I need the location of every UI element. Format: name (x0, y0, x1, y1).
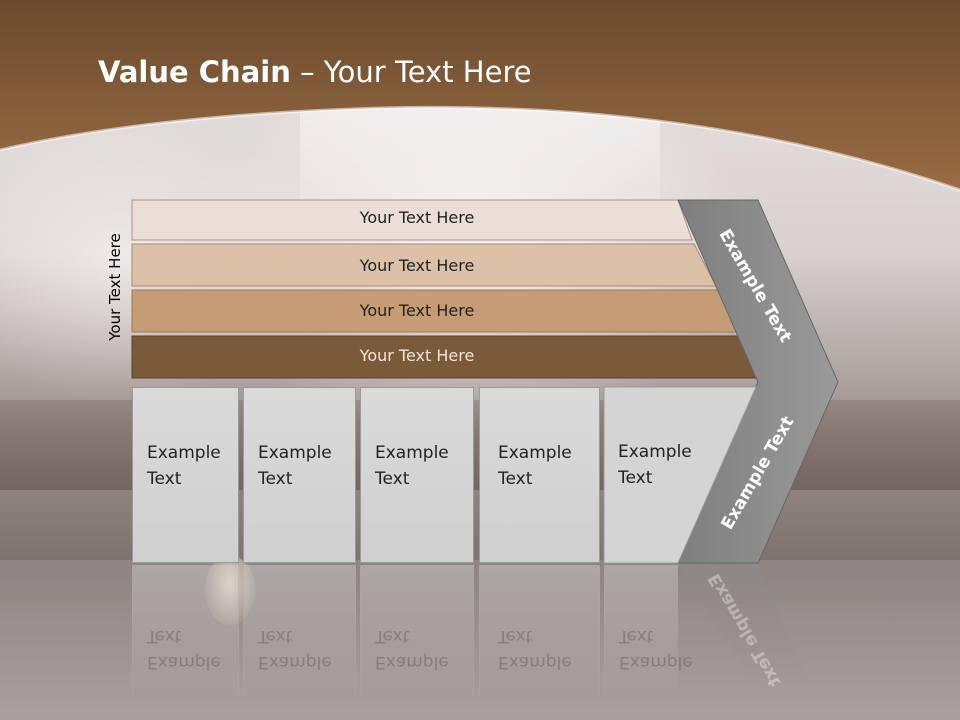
box-4-reflection-line2: Text (498, 626, 533, 646)
box-1-line1: Example (147, 443, 221, 463)
chevron-reflection (678, 565, 808, 690)
bar-1-label: Your Text Here (359, 208, 475, 227)
background-floor (0, 560, 960, 720)
bar-1 (131, 199, 693, 241)
box-5-reflection-text: Example Text (619, 623, 693, 675)
box-3-line2: Text (375, 469, 410, 489)
last-box-shape (603, 386, 757, 564)
box-2-line1: Example (258, 443, 332, 463)
box-5-line1: Example (618, 442, 692, 462)
box-4-reflection-line1: Example (498, 652, 572, 672)
box-5-reflection-line2: Text (619, 626, 654, 646)
page-title: Value Chain – Your Text Here (98, 55, 532, 89)
box-3-reflection-line2: Text (375, 626, 410, 646)
bar-3-label: Your Text Here (359, 301, 475, 320)
title-rest: – Your Text Here (290, 55, 532, 89)
background-lamp (205, 555, 255, 625)
box-1-reflection-text: Example Text (147, 623, 221, 675)
box-4-line2: Text (498, 469, 533, 489)
box-1-reflection-line1: Example (147, 652, 221, 672)
box-3-reflection: Example Text (360, 565, 474, 695)
box-2-reflection: Example Text (243, 565, 356, 695)
box-2-line2: Text (258, 469, 293, 489)
box-3-reflection-line1: Example (375, 652, 449, 672)
box-2-reflection-line2: Text (258, 626, 293, 646)
box-3-line1: Example (375, 443, 449, 463)
box-3-reflection-text: Example Text (375, 623, 449, 675)
box-5-reflection-line1: Example (619, 652, 693, 672)
box-1-reflection-line2: Text (147, 626, 182, 646)
box-4-reflection-text: Example Text (498, 623, 572, 675)
chevron (677, 199, 839, 564)
title-bold: Value Chain (98, 55, 291, 89)
box-4-reflection: Example Text (479, 565, 600, 695)
bar-2-label: Your Text Here (359, 256, 475, 275)
bar-4-label: Your Text Here (359, 346, 475, 365)
header-band (0, 0, 960, 192)
box-5-line2: Text (618, 468, 653, 488)
box-2-reflection-line1: Example (258, 652, 332, 672)
box-5-reflection: Example Text (604, 565, 693, 695)
box-1-line2: Text (147, 469, 182, 489)
box-4-line1: Example (498, 443, 572, 463)
box-1-reflection: Example Text (132, 565, 239, 695)
box-2-reflection-text: Example Text (258, 623, 332, 675)
